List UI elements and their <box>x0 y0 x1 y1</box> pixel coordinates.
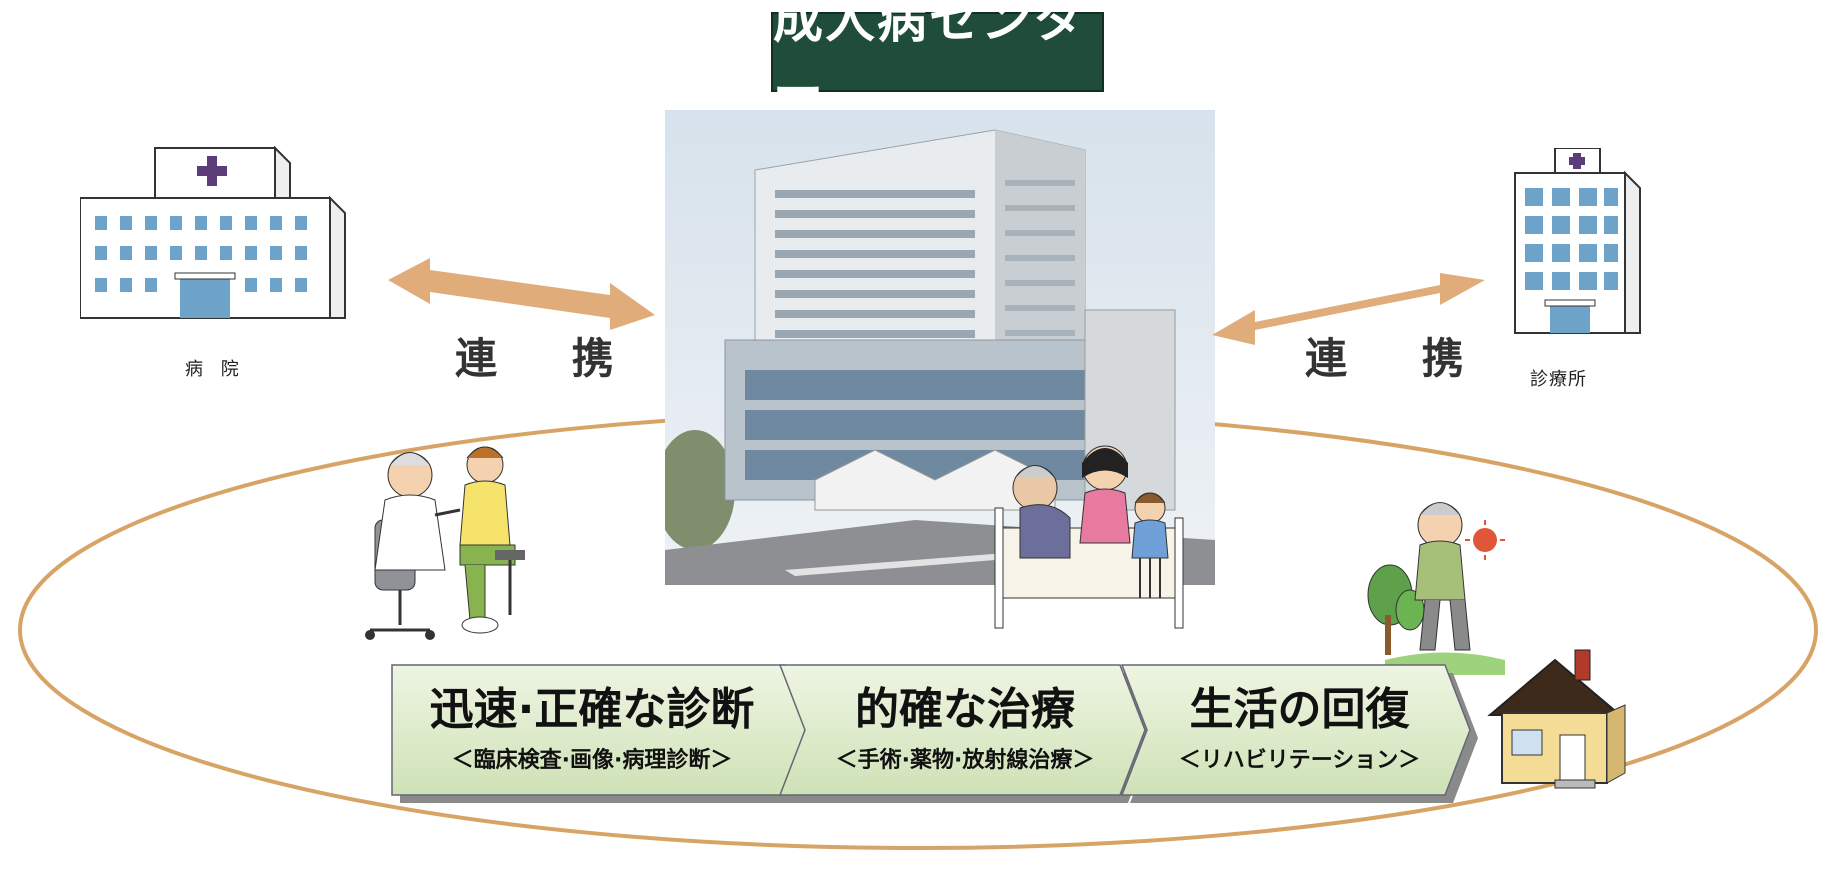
hospital-icon <box>80 145 346 319</box>
step-1-chevron <box>391 664 818 803</box>
center-building-photo <box>665 110 1215 585</box>
doctor-patient-icon <box>365 446 525 640</box>
sun-icon <box>1465 520 1505 560</box>
bedside-family-icon <box>994 445 1184 629</box>
step-1-title: 迅速·正確な診断 <box>429 683 755 735</box>
exercising-elder-icon <box>1367 502 1505 675</box>
step-2-chevron <box>778 664 1153 803</box>
step-3-chevron <box>1120 664 1478 803</box>
right-double-arrow <box>1212 273 1485 345</box>
house-icon <box>1487 649 1626 789</box>
clinic-label: 診療所 <box>1530 369 1587 390</box>
left-link-label: 連 携 <box>455 334 644 383</box>
step-1-subtitle: ＜臨床検査·画像·病理診断＞ <box>451 748 733 774</box>
step-3: 生活の回復 ＜リハビリテーション＞ <box>1142 665 1457 795</box>
step-3-title: 生活の回復 <box>1189 683 1410 735</box>
step-3-subtitle: ＜リハビリテーション＞ <box>1178 748 1421 774</box>
left-double-arrow <box>388 258 655 330</box>
hospital-label: 病 院 <box>185 359 245 380</box>
right-link-label: 連 携 <box>1305 334 1494 383</box>
step-2-subtitle: ＜手術·薬物·放射線治療＞ <box>835 748 1095 774</box>
step-2-title: 的確な治療 <box>855 683 1075 735</box>
clinic-icon <box>1514 148 1641 334</box>
step-2: 的確な治療 ＜手術·薬物·放射線治療＞ <box>800 665 1130 795</box>
step-1: 迅速·正確な診断 ＜臨床検査·画像·病理診断＞ <box>392 665 792 795</box>
